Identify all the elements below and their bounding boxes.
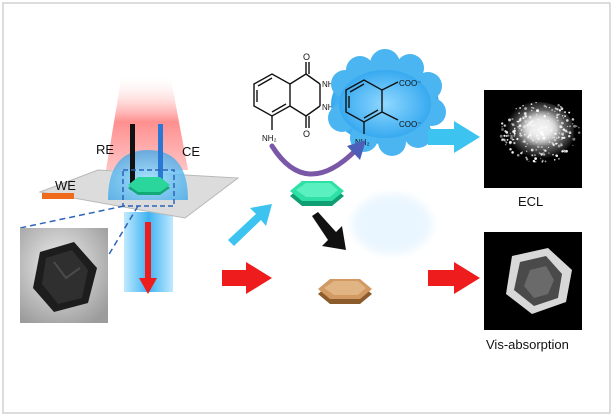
bronze-hex-crystal: [318, 279, 372, 304]
we-label: WE: [55, 178, 76, 193]
sem-crystal-image-icon: [20, 228, 108, 323]
vis-absorption-label: Vis-absorption: [486, 337, 569, 352]
black-arrow-icon: [312, 212, 346, 250]
ecl-image-icon: [484, 90, 582, 188]
re-label: RE: [96, 142, 114, 157]
re-electrode: [130, 124, 135, 190]
carboxylate-bottom: COO⁻: [399, 120, 421, 129]
luminol-nh-top: NH: [322, 80, 334, 89]
red-down-arrow-icon: [139, 222, 157, 294]
red-arrow-icon: [428, 262, 480, 294]
red-arrow-icon: [222, 262, 272, 294]
curved-reaction-arrow-icon: [269, 140, 366, 177]
cyan-arrow-icon: [428, 121, 480, 153]
aminophthalate-structure: [345, 79, 399, 134]
cyan-arrow-icon: [228, 204, 272, 246]
zoom-box: [122, 169, 175, 207]
ecl-speckles: [499, 101, 581, 163]
ce-label: CE: [182, 144, 200, 159]
faint-glow: [352, 194, 432, 254]
carboxylate-top: COO⁻: [399, 79, 421, 88]
red-light-beam-icon: [106, 74, 188, 170]
absorption-image-icon: [484, 232, 582, 330]
green-crystal-on-electrode: [128, 177, 170, 195]
luminol-o-bottom: O: [303, 129, 310, 139]
ecl-label: ECL: [518, 194, 543, 209]
luminol-amine: NH₂: [262, 134, 277, 143]
luminol-o-top: O: [303, 52, 310, 62]
ce-electrode: [158, 124, 163, 186]
zoom-line-left: [19, 205, 125, 229]
luminol-nh-bottom: NH: [322, 103, 334, 112]
green-hex-crystal: [290, 181, 344, 206]
we-electrode: [42, 193, 74, 199]
luminol-structure: [253, 62, 321, 130]
